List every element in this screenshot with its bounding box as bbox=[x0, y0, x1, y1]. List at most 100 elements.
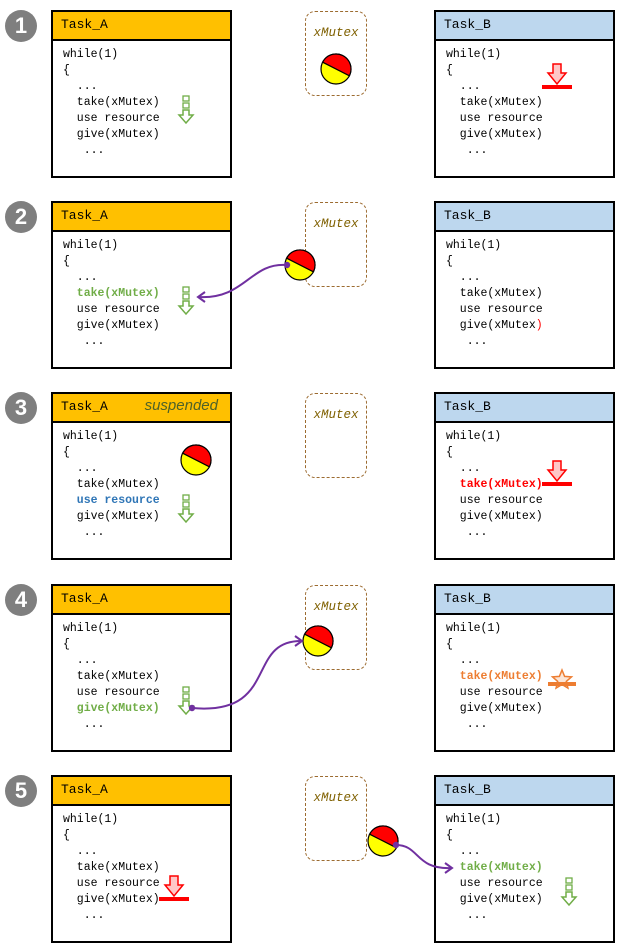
code-line: ... bbox=[63, 909, 105, 922]
code-line: ... bbox=[446, 144, 488, 157]
code-line: while(1) bbox=[446, 239, 502, 252]
code-listing: while(1){ ... take(xMutex) use resource … bbox=[446, 47, 543, 159]
code-line: while(1) bbox=[63, 430, 119, 443]
code-line: use resource bbox=[63, 877, 160, 890]
code-line: take(xMutex) bbox=[446, 670, 543, 683]
code-line: ... bbox=[63, 845, 98, 858]
task-header: Task_B bbox=[436, 394, 613, 423]
code-line: give(xMutex) bbox=[446, 128, 543, 141]
code-line: { bbox=[63, 64, 70, 77]
mutex-label: xMutex bbox=[313, 600, 359, 614]
code-line: { bbox=[446, 64, 453, 77]
code-line: use resource bbox=[446, 303, 543, 316]
code-line: give(xMutex) bbox=[446, 318, 543, 334]
code-line: take(xMutex) bbox=[446, 96, 543, 109]
code-line: ... bbox=[446, 909, 488, 922]
code-line: use resource bbox=[63, 112, 160, 125]
mutex-token bbox=[367, 825, 399, 857]
step-number-badge: 3 bbox=[5, 392, 37, 424]
code-line: use resource bbox=[63, 494, 160, 507]
task-b-box: Task_B while(1){ ... take(xMutex) use res… bbox=[434, 584, 615, 752]
code-line: give(xMutex) bbox=[446, 893, 543, 906]
code-line: ... bbox=[63, 271, 98, 284]
code-listing: while(1){ ... take(xMutex) use resource … bbox=[63, 621, 160, 733]
code-line: { bbox=[446, 829, 453, 842]
code-listing: while(1){ ... take(xMutex) use resource … bbox=[446, 238, 543, 350]
code-highlight: ) bbox=[535, 319, 543, 332]
code-line: { bbox=[63, 829, 70, 842]
task-name: Task_A bbox=[61, 208, 108, 223]
task-b-box: Task_B while(1){ ... take(xMutex) use res… bbox=[434, 201, 615, 369]
code-listing: while(1){ ... take(xMutex) use resource … bbox=[63, 812, 160, 924]
task-header: Task_A bbox=[53, 203, 230, 232]
code-line: ... bbox=[63, 335, 105, 348]
task-name: Task_A bbox=[61, 17, 108, 32]
task-header: Task_A bbox=[53, 586, 230, 615]
mutex-container: xMutex bbox=[305, 11, 367, 96]
mutex-label: xMutex bbox=[313, 408, 359, 422]
code-listing: while(1){ ... take(xMutex) use resource … bbox=[446, 429, 543, 541]
task-a-box: Task_A while(1) { ... take(xMutex) use res… bbox=[51, 10, 232, 178]
code-line: while(1) bbox=[446, 48, 502, 61]
mutex-container: xMutex bbox=[305, 585, 367, 670]
code-line: ... bbox=[63, 462, 98, 475]
code-line: while(1) bbox=[63, 622, 119, 635]
code-line: use resource bbox=[446, 877, 543, 890]
code-text: give(xMutex bbox=[446, 319, 536, 332]
code-line: while(1) bbox=[63, 813, 119, 826]
code-line: take(xMutex) bbox=[446, 287, 543, 300]
mutex-label: xMutex bbox=[313, 791, 359, 805]
step-number-badge: 1 bbox=[5, 10, 37, 42]
code-line: take(xMutex) bbox=[446, 478, 543, 491]
mutex-label: xMutex bbox=[313, 26, 359, 40]
code-line: while(1) bbox=[446, 430, 502, 443]
code-line: take(xMutex) bbox=[63, 96, 160, 109]
code-line: give(xMutex) bbox=[63, 702, 160, 715]
code-line: give(xMutex) bbox=[63, 510, 160, 523]
code-line: give(xMutex) bbox=[446, 510, 543, 523]
code-line: ... bbox=[63, 144, 105, 157]
code-line: ... bbox=[446, 654, 481, 667]
step-number-badge: 4 bbox=[5, 584, 37, 616]
code-line: use resource bbox=[446, 686, 543, 699]
task-header: Task_A suspended bbox=[53, 394, 230, 423]
code-line: give(xMutex) bbox=[63, 128, 160, 141]
task-status-label: suspended bbox=[144, 397, 218, 414]
code-line: use resource bbox=[63, 686, 160, 699]
task-name: Task_B bbox=[444, 782, 491, 797]
task-name: Task_B bbox=[444, 17, 491, 32]
task-a-box: Task_A while(1) { ... take(xMutex) use res… bbox=[51, 775, 232, 943]
task-a-box: Task_A while(1){ ... take(xMutex) use res… bbox=[51, 584, 232, 752]
code-line: while(1) bbox=[63, 48, 119, 61]
task-name: Task_A bbox=[61, 399, 108, 414]
code-line: ... bbox=[446, 80, 481, 93]
code-line: ... bbox=[63, 654, 98, 667]
code-line: { bbox=[63, 255, 70, 268]
mutex-label: xMutex bbox=[313, 217, 359, 231]
code-line: use resource bbox=[63, 303, 160, 316]
code-line: take(xMutex) bbox=[446, 861, 543, 874]
task-header: Task_B bbox=[436, 586, 613, 615]
mutex-container: xMutex bbox=[305, 202, 367, 287]
code-line: { bbox=[63, 446, 70, 459]
code-line: ... bbox=[63, 80, 98, 93]
task-header: Task_B bbox=[436, 12, 613, 41]
task-b-box: Task_B while(1) { ... take(xMutex) use res… bbox=[434, 10, 615, 178]
task-name: Task_A bbox=[61, 782, 108, 797]
code-line: take(xMutex) bbox=[63, 670, 160, 683]
code-line: use resource bbox=[446, 112, 543, 125]
code-line: take(xMutex) bbox=[63, 478, 160, 491]
code-line: give(xMutex) bbox=[63, 893, 160, 906]
code-line: ... bbox=[446, 335, 488, 348]
task-name: Task_A bbox=[61, 591, 108, 606]
code-line: take(xMutex) bbox=[63, 861, 160, 874]
code-line: ... bbox=[446, 462, 481, 475]
code-line: ... bbox=[446, 718, 488, 731]
code-listing: while(1){ ... take(xMutex) use resource … bbox=[446, 621, 543, 733]
code-line: take(xMutex) bbox=[63, 287, 160, 300]
task-header: Task_B bbox=[436, 203, 613, 232]
mutex-container: xMutex bbox=[305, 776, 367, 861]
